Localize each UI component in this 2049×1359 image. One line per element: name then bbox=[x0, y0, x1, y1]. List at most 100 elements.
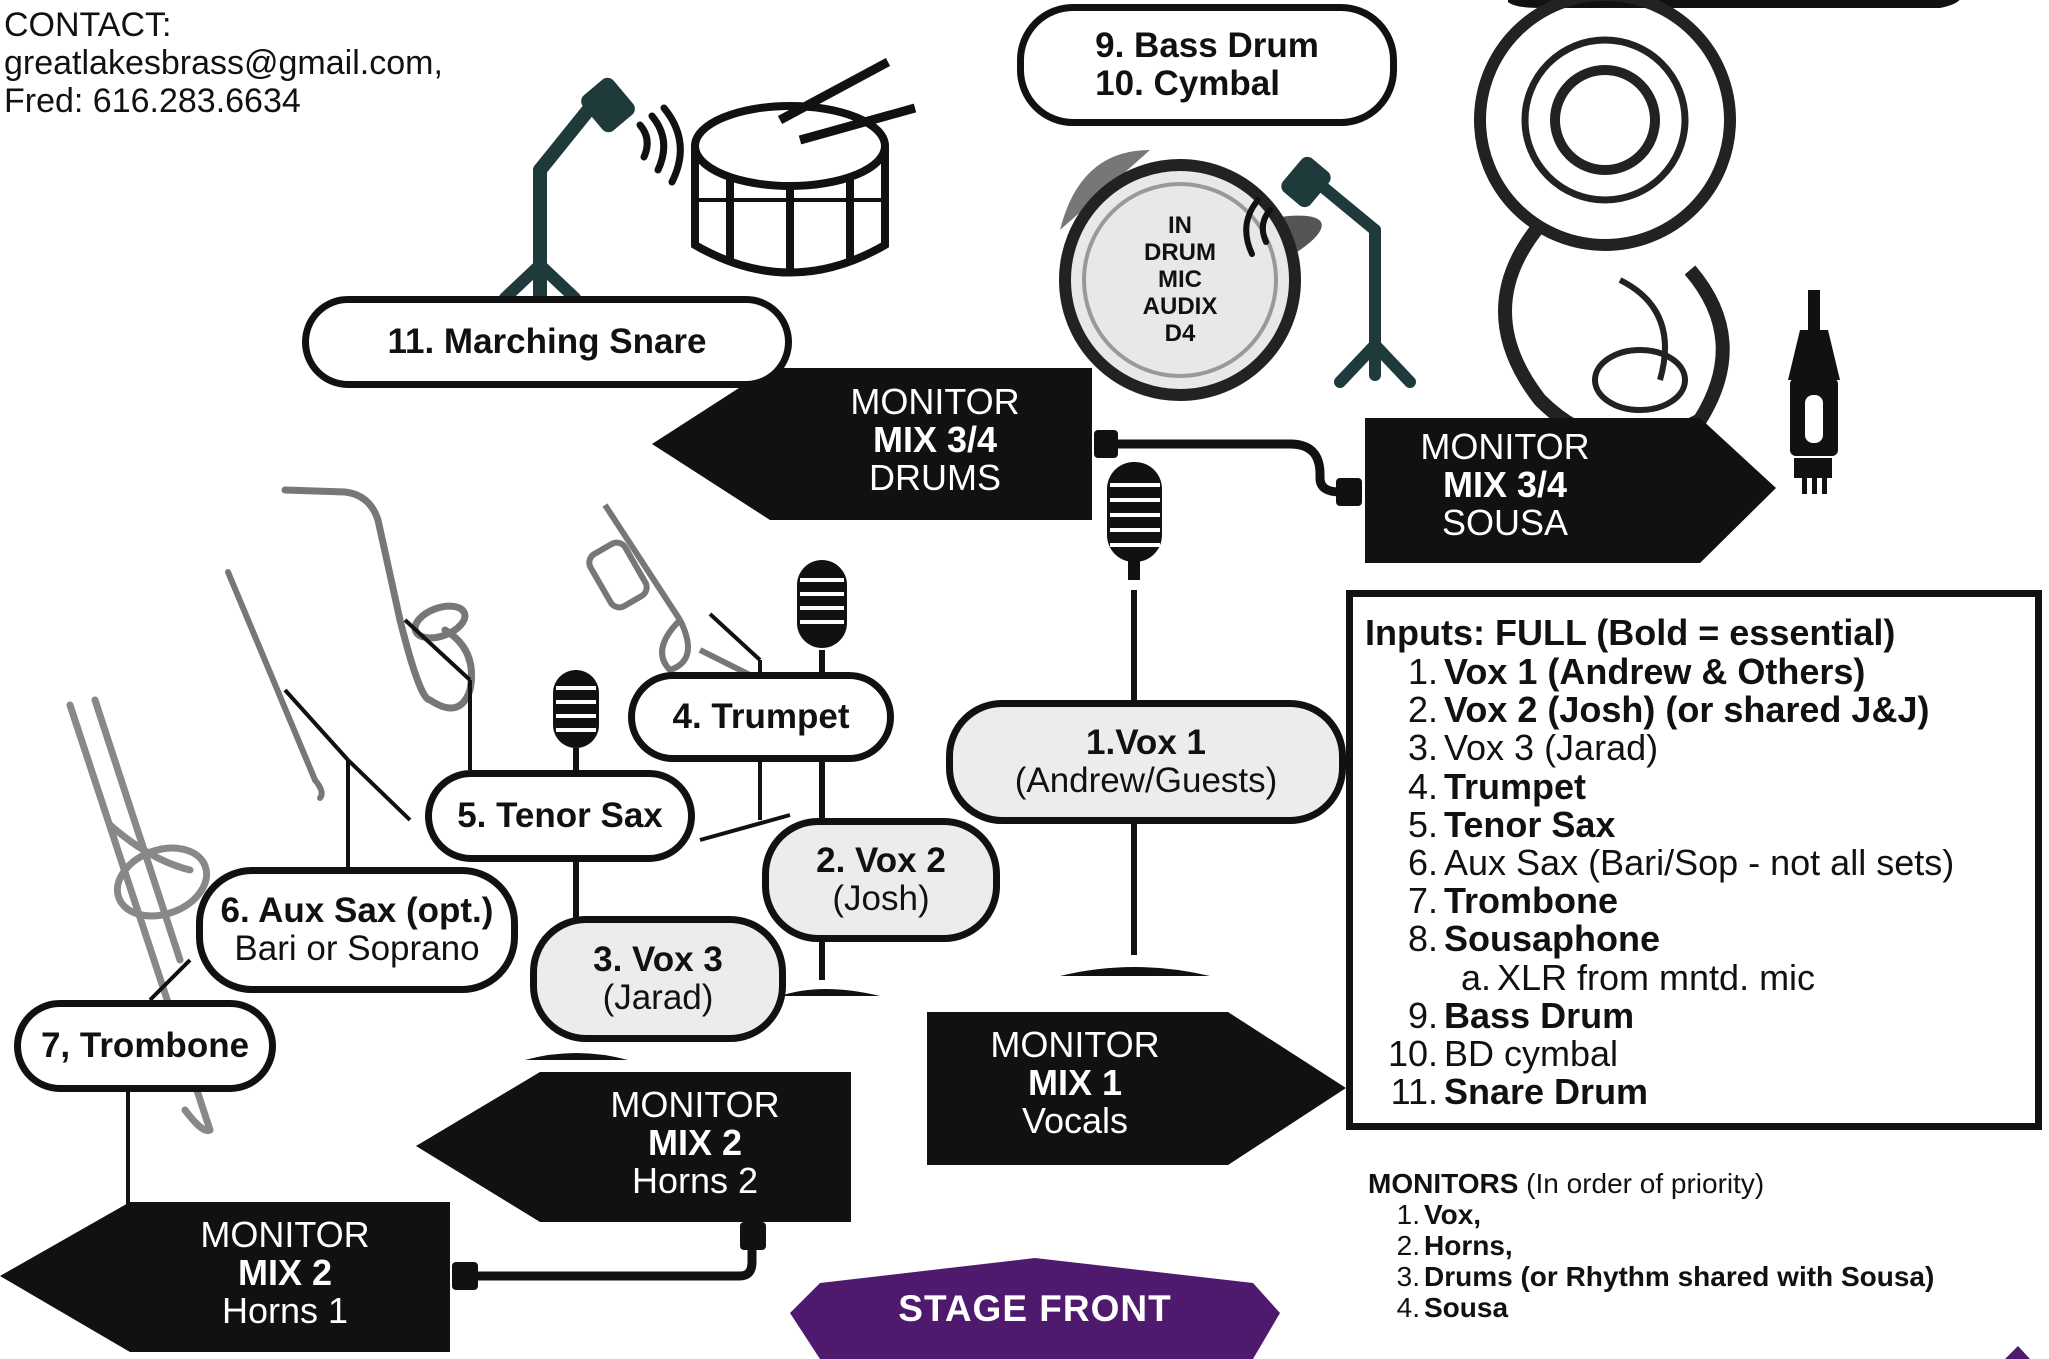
in-drum-line-2: DRUM bbox=[1144, 239, 1216, 266]
aux-sax-mic-boom-icon bbox=[283, 688, 412, 870]
inputs-list-box: Inputs: FULL (Bold = essential) 1.Vox 1 … bbox=[1346, 590, 2042, 1130]
contact-email: greatlakesbrass@gmail.com, bbox=[4, 44, 443, 82]
monitor-priority-number: 3. bbox=[1396, 1261, 1420, 1292]
trombone-label: 7, Trombone bbox=[14, 1000, 276, 1092]
tenor-sax-ribbon-mic-icon bbox=[525, 670, 628, 1060]
trombone-label-text: 7, Trombone bbox=[40, 1026, 250, 1065]
monitor-priority-item: 2.Horns, bbox=[1368, 1230, 1934, 1261]
monitor-sousa-line1: MONITOR bbox=[1420, 426, 1590, 467]
monitor-priority-text: Sousa bbox=[1424, 1292, 1509, 1323]
vox3-label: 3. Vox 3 (Jarad) bbox=[530, 916, 786, 1042]
aux-sax-label-sub: Bari or Soprano bbox=[234, 929, 480, 968]
in-drum-mic-label: IN DRUM MIC AUDIX D4 bbox=[1118, 212, 1242, 347]
input-item-number: a. bbox=[1460, 956, 1491, 998]
input-item-text: Tenor Sax bbox=[1444, 803, 1616, 845]
monitor-priority-heading: MONITORS (In order of priority) bbox=[1368, 1168, 1934, 1199]
monitor-cables bbox=[466, 439, 1341, 1281]
stage-front-banner bbox=[790, 1258, 1280, 1359]
input-item-number: 9. bbox=[1407, 994, 1438, 1036]
contact-phone: Fred: 616.283.6634 bbox=[4, 82, 301, 120]
monitor-wedge-sousa bbox=[1365, 418, 1776, 563]
monitor-horns2-label: MONITOR MIX 2 Horns 2 bbox=[570, 1086, 820, 1200]
vox1-label: 1.Vox 1 (Andrew/Guests) bbox=[946, 700, 1346, 824]
input-item-number: 7. bbox=[1407, 880, 1438, 922]
monitor-priority-number: 1. bbox=[1396, 1199, 1420, 1230]
monitor-horns2-line2: MIX 2 bbox=[647, 1122, 743, 1163]
sousaphone-icon bbox=[1474, 0, 1736, 448]
monitor-vocals-label: MONITOR MIX 1 Vocals bbox=[950, 1026, 1200, 1140]
snare-drum-icon bbox=[691, 58, 917, 277]
input-item-text: Vox 2 (Josh) (or shared J&J) bbox=[1444, 689, 1930, 731]
monitor-priority-text: Vox, bbox=[1424, 1199, 1482, 1230]
monitor-priority-heading-rest: (In order of priority) bbox=[1518, 1168, 1765, 1199]
vox1-ribbon-mic-icon bbox=[1060, 462, 1210, 976]
monitor-sousa-label: MONITOR MIX 3/4 SOUSA bbox=[1380, 428, 1630, 542]
bass-drum-label: 9. Bass Drum bbox=[1095, 26, 1319, 65]
xlr-plug-icon bbox=[1788, 290, 1840, 494]
input-item-number: 2. bbox=[1407, 689, 1438, 731]
trumpet-icon bbox=[586, 503, 762, 683]
input-item: 8.Sousaphone bbox=[1365, 920, 2025, 958]
input-item-number: 4. bbox=[1407, 765, 1438, 807]
monitor-priority-item: 1.Vox, bbox=[1368, 1199, 1934, 1230]
input-item-number: 8. bbox=[1407, 918, 1438, 960]
aux-sax-label: 6. Aux Sax (opt.) Bari or Soprano bbox=[196, 867, 518, 993]
monitor-priority-item: 4.Sousa bbox=[1368, 1292, 1934, 1323]
trombone-mic-boom-icon bbox=[126, 958, 192, 1205]
monitor-wedge-horns1 bbox=[0, 1202, 450, 1352]
aux-sax-label-title: 6. Aux Sax (opt.) bbox=[220, 891, 494, 930]
stage-front-label: STAGE FRONT bbox=[898, 1287, 1172, 1329]
in-drum-line-5: D4 bbox=[1164, 320, 1196, 347]
input-item-number: 1. bbox=[1407, 651, 1438, 692]
bass-drum-icon bbox=[1059, 150, 1322, 401]
input-item: 6.Aux Sax (Bari/Sop - not all sets) bbox=[1365, 842, 2025, 884]
inputs-list: 1.Vox 1 (Andrew & Others)2.Vox 2 (Josh) … bbox=[1365, 651, 2025, 1111]
input-item: a.XLR from mntd. mic bbox=[1365, 956, 2025, 998]
monitor-priority-text: Drums (or Rhythm shared with Sousa) bbox=[1424, 1261, 1935, 1292]
monitor-priority-number: 2. bbox=[1396, 1230, 1420, 1261]
input-item-text: Vox 3 (Jarad) bbox=[1444, 727, 1659, 769]
tenor-sax-label: 5. Tenor Sax bbox=[425, 770, 695, 862]
input-item: 3.Vox 3 (Jarad) bbox=[1365, 729, 2025, 767]
tenor-sax-mic-boom-icon bbox=[403, 618, 472, 770]
monitor-wedge-drums bbox=[652, 368, 1092, 520]
snare-mic-stand-icon bbox=[499, 77, 684, 305]
trumpet-label-text: 4. Trumpet bbox=[672, 697, 850, 736]
monitor-horns2-line1: MONITOR bbox=[610, 1084, 780, 1125]
input-item-text: Vox 1 (Andrew & Others) bbox=[1444, 651, 1866, 692]
input-item-text: BD cymbal bbox=[1444, 1033, 1619, 1075]
monitor-priority-text: Horns, bbox=[1424, 1230, 1513, 1261]
vox1-label-sub: (Andrew/Guests) bbox=[1014, 761, 1278, 800]
in-drum-line-3: MIC bbox=[1158, 266, 1202, 293]
input-item: 7.Trombone bbox=[1365, 882, 2025, 920]
monitor-wedge-horns2 bbox=[416, 1072, 851, 1222]
monitor-vocals-line1: MONITOR bbox=[990, 1024, 1160, 1065]
monitor-vocals-line2: MIX 1 bbox=[1027, 1062, 1123, 1103]
monitor-horns1-line1: MONITOR bbox=[200, 1214, 370, 1255]
input-item-number: 10. bbox=[1387, 1033, 1438, 1075]
vox2-label-sub: (Josh) bbox=[832, 879, 930, 918]
vox2-label-title: 2. Vox 2 bbox=[816, 841, 946, 880]
monitor-priority-item: 3.Drums (or Rhythm shared with Sousa) bbox=[1368, 1261, 1935, 1292]
tenor-saxophone-icon bbox=[281, 486, 476, 712]
monitor-sousa-line3: SOUSA bbox=[1441, 502, 1569, 543]
input-item-text: Trumpet bbox=[1444, 765, 1587, 807]
vox2-label: 2. Vox 2 (Josh) bbox=[762, 818, 1000, 942]
corner-mark bbox=[2005, 1346, 2030, 1359]
input-item: 1.Vox 1 (Andrew & Others) bbox=[1365, 651, 2025, 692]
snare-label-text: 11. Marching Snare bbox=[387, 322, 707, 361]
monitor-priority-block: MONITORS (In order of priority) 1.Vox,2.… bbox=[1368, 1168, 1934, 1323]
input-item: 9.Bass Drum bbox=[1365, 994, 2025, 1036]
vox1-label-title: 1.Vox 1 bbox=[1086, 723, 1206, 762]
input-item-text: Bass Drum bbox=[1444, 994, 1635, 1036]
bass-drum-cymbal-label: 9. Bass Drum 10. Cymbal bbox=[1017, 4, 1397, 126]
monitor-horns1-line2: MIX 2 bbox=[237, 1252, 333, 1293]
input-item: 2.Vox 2 (Josh) (or shared J&J) bbox=[1365, 691, 2025, 729]
input-item-text: Aux Sax (Bari/Sop - not all sets) bbox=[1444, 842, 1955, 884]
monitor-priority-number: 4. bbox=[1396, 1292, 1420, 1323]
input-item: 10.BD cymbal bbox=[1365, 1033, 2025, 1075]
monitor-horns1-label: MONITOR MIX 2 Horns 1 bbox=[160, 1216, 410, 1330]
inputs-title: Inputs: FULL (Bold = essential) bbox=[1365, 612, 1896, 653]
vox3-label-sub: (Jarad) bbox=[602, 978, 714, 1017]
